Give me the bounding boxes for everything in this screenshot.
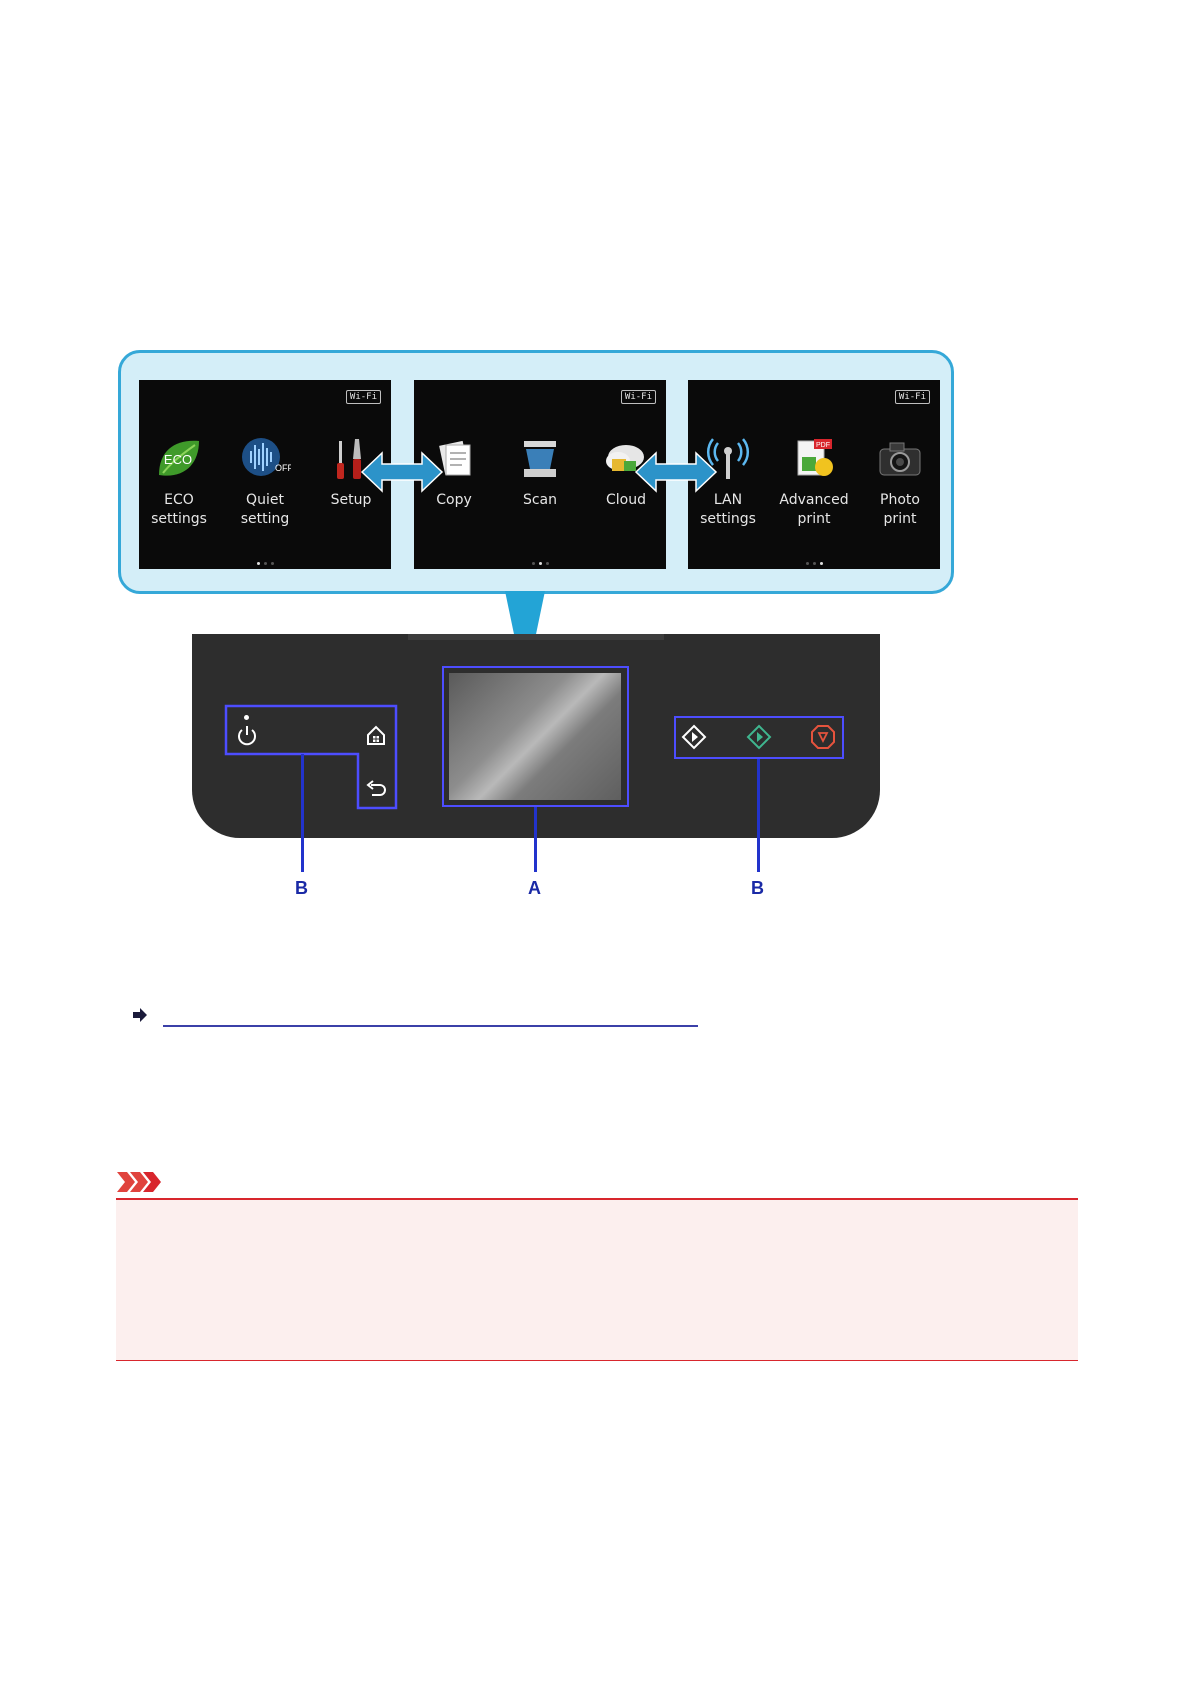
swipe-arrow-icon <box>360 451 444 493</box>
menu-item-label: LAN <box>713 492 743 508</box>
menu-item-advanced-print[interactable]: PDF Advanced print <box>774 435 854 545</box>
home-screen-page-1: Wi-Fi ECO ECO settings OFF Quiet setting S… <box>139 380 391 569</box>
menu-item-label: settings <box>151 511 207 527</box>
menu-item-label: ECO <box>164 492 194 508</box>
menu-item-label: Copy <box>436 492 472 508</box>
home-button-icon[interactable] <box>365 724 387 746</box>
svg-text:ECO: ECO <box>164 452 192 467</box>
callout-label-b-left: B <box>295 878 308 898</box>
power-lamp <box>244 715 249 720</box>
svg-text:OFF: OFF <box>275 463 291 473</box>
eco-leaf-icon: ECO <box>159 440 199 476</box>
right-buttons-highlight <box>674 716 844 759</box>
wifi-badge: Wi-Fi <box>620 390 656 404</box>
cloud-icon <box>606 445 644 471</box>
pdf-document-icon: PDF <box>797 439 833 476</box>
leader-line-left-b <box>301 754 304 872</box>
stop-button-icon[interactable] <box>810 724 836 750</box>
page-indicator <box>139 552 391 570</box>
leader-line-a <box>534 807 537 872</box>
black-start-button-icon[interactable] <box>681 724 707 750</box>
wireless-antenna-icon <box>706 438 750 479</box>
swipe-arrow-icon <box>634 451 718 493</box>
svg-text:PDF: PDF <box>816 442 830 449</box>
wifi-badge: Wi-Fi <box>894 390 930 404</box>
menu-item-setup[interactable]: Setup <box>311 435 391 545</box>
menu-item-label: setting <box>240 511 290 527</box>
menu-item-photo-print[interactable]: Photo print <box>860 435 940 545</box>
leader-line-right-b <box>757 759 760 872</box>
back-button-icon[interactable] <box>366 780 386 798</box>
touch-screen-highlight <box>442 666 629 807</box>
menu-item-label: print <box>883 511 917 527</box>
menu-item-lan-settings[interactable]: LAN settings <box>688 435 768 545</box>
panel-slot <box>408 634 664 640</box>
setup-tools-icon <box>337 439 361 479</box>
important-chevrons-icon <box>117 1172 161 1192</box>
menu-item-label: settings <box>700 511 756 527</box>
wifi-badge: Wi-Fi <box>345 390 381 404</box>
menu-item-label: Photo <box>880 492 920 508</box>
page-indicator <box>688 552 940 570</box>
callout-label-b-right: B <box>751 878 764 898</box>
touch-screen[interactable] <box>449 673 621 800</box>
menu-item-scan[interactable]: Scan <box>500 435 580 545</box>
menu-item-label: Advanced <box>779 492 849 508</box>
menu-item-label: Quiet <box>246 492 284 508</box>
home-screen-page-2: Wi-Fi Copy Scan Cloud <box>414 380 666 569</box>
callout-label-a: A <box>528 878 541 898</box>
menu-item-copy[interactable]: Copy <box>414 435 494 545</box>
camera-icon <box>879 442 921 476</box>
menu-item-label: Cloud <box>606 492 646 508</box>
copy-icon <box>439 440 471 476</box>
page-indicator <box>414 552 666 570</box>
menu-item-label: print <box>797 511 831 527</box>
reference-link[interactable] <box>163 1025 698 1027</box>
menu-item-label: Scan <box>522 492 558 508</box>
link-arrow-icon <box>133 1008 147 1022</box>
quiet-setting-icon: OFF <box>242 438 291 476</box>
important-notice-box <box>116 1198 1078 1361</box>
menu-item-quiet-setting[interactable]: OFF Quiet setting <box>225 435 305 545</box>
menu-item-eco-settings[interactable]: ECO ECO settings <box>139 435 219 545</box>
scan-icon <box>524 441 556 477</box>
menu-item-label: Setup <box>330 492 372 508</box>
left-buttons-highlight <box>224 704 398 810</box>
color-start-button-icon[interactable] <box>746 724 772 750</box>
power-button-icon[interactable] <box>236 724 258 746</box>
menu-item-cloud[interactable]: Cloud <box>586 435 666 545</box>
